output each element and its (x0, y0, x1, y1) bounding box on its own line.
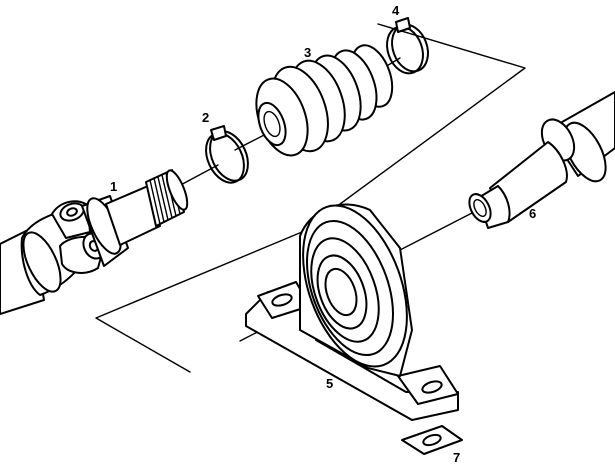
part-5-center-bearing (245, 203, 459, 421)
part-6-rear-shaft (468, 91, 615, 229)
part-3-bellows-boot (255, 44, 394, 157)
callout-7: 7 (453, 450, 460, 465)
callout-5: 5 (326, 376, 333, 391)
part-7-shim-plate (401, 425, 463, 455)
part-4-boot-clamp-large (386, 17, 429, 75)
assembly-plane-outline (95, 23, 526, 373)
part-2-boot-clamp-small (205, 125, 249, 184)
callout-2: 2 (202, 110, 209, 125)
callout-1: 1 (110, 179, 117, 194)
part-1-universal-joint-shaft (0, 169, 189, 315)
callout-6: 6 (529, 206, 536, 221)
callout-3: 3 (304, 45, 311, 60)
callout-4: 4 (392, 3, 400, 18)
